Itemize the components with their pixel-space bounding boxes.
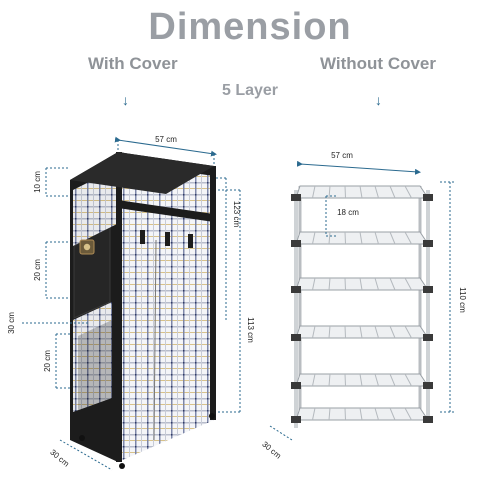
rack-depth-label: 30 cm bbox=[260, 440, 283, 461]
without-cover-label: Without Cover bbox=[320, 54, 437, 73]
cover-width-label: 57 cm bbox=[155, 135, 177, 144]
cover-depth-label: 30 cm bbox=[48, 448, 71, 469]
cover-top-band-label: 10 cm bbox=[33, 171, 42, 193]
with-cover-dimension-lines bbox=[22, 136, 241, 471]
cover-door-pocket-label: 20 cm bbox=[33, 259, 42, 281]
rack-shelf bbox=[291, 277, 433, 293]
layer-label: 5 Layer bbox=[221, 82, 279, 99]
cover-total-height-label: 123 cm bbox=[232, 201, 241, 228]
cover-inner-height-label: 113 cm bbox=[246, 317, 255, 343]
rack-shelf-gap-label: 18 cm bbox=[337, 208, 359, 217]
rack-shelf bbox=[291, 407, 433, 423]
open-rack bbox=[294, 186, 430, 428]
arrow-down-icon: ↓ bbox=[122, 92, 129, 108]
with-cover-label: With Cover bbox=[88, 54, 178, 73]
rack-shelf bbox=[291, 231, 433, 247]
rack-shelf bbox=[291, 325, 433, 341]
page-title: Dimension bbox=[148, 6, 352, 48]
arrow-down-icon: ↓ bbox=[375, 92, 382, 108]
rack-shelf bbox=[291, 373, 433, 389]
covered-rack bbox=[70, 152, 216, 469]
rack-shelf bbox=[291, 185, 433, 201]
cover-side-depth-label: 30 cm bbox=[7, 312, 16, 334]
cover-bottom-pocket-label: 20 cm bbox=[43, 350, 52, 372]
without-cover-dimension-lines bbox=[269, 160, 456, 441]
rack-width-label: 57 cm bbox=[331, 151, 353, 160]
rack-height-label: 110 cm bbox=[458, 287, 467, 313]
rack-shelves bbox=[291, 185, 433, 423]
